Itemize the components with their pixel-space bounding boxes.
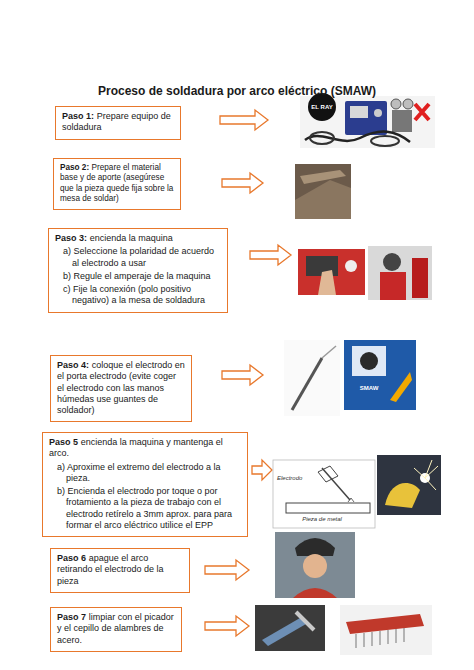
step-item: a) Seleccione la polaridad de acuerdo al… [55, 246, 221, 269]
image-label: Pieza de metal [302, 516, 342, 522]
step-text: encienda la maquina [90, 233, 173, 243]
step-heading: Paso 7 [57, 612, 86, 622]
process-box: Paso 5encienda la maquina y mantenga el … [42, 432, 248, 537]
process-box: Paso 3:encienda la maquina a) Seleccione … [48, 228, 228, 313]
step-heading: Paso 3: [55, 233, 87, 243]
cleaning-tools [255, 605, 432, 655]
step-item: b) Encienda el electrodo por toque o por… [49, 486, 241, 531]
diagram-title: Proceso de soldadura por arco eléctrico … [0, 84, 474, 98]
base-material-photo [295, 164, 351, 219]
step-heading: Paso 2: [60, 163, 89, 172]
process-box: Paso 4:coloque el electrodo en el porta … [50, 355, 192, 422]
image-label: SMAW [360, 385, 379, 391]
welding-equipment [300, 93, 435, 148]
electrode-holder [284, 340, 416, 416]
machine-panel-photo [298, 246, 432, 300]
process-box: Paso 1:Prepare equipo de soldadura [55, 106, 181, 140]
step-item: a) Aproxime el extremo del electrodo a l… [49, 462, 241, 485]
process-box: Paso 6apague el arco retirando el electr… [50, 548, 190, 593]
image-label: EL RAY [311, 104, 332, 110]
welder-photo [275, 532, 355, 598]
step-heading: Paso 1: [62, 111, 94, 121]
welding-photo [377, 455, 441, 515]
step-heading: Paso 6 [57, 553, 86, 563]
step-heading: Paso 5 [49, 437, 78, 447]
step-item: b) Regule el amperaje de la maquina [55, 271, 221, 282]
arc-sketch [273, 460, 375, 528]
process-box: Paso 2:Prepare el material base y de apo… [53, 158, 181, 210]
image-label: Electrodo [277, 475, 302, 481]
step-heading: Paso 4: [57, 360, 89, 370]
step-item: c) Fije la conexión (polo positivo negat… [55, 284, 221, 307]
process-box: Paso 7limpiar con el picador y el cepill… [50, 607, 182, 652]
